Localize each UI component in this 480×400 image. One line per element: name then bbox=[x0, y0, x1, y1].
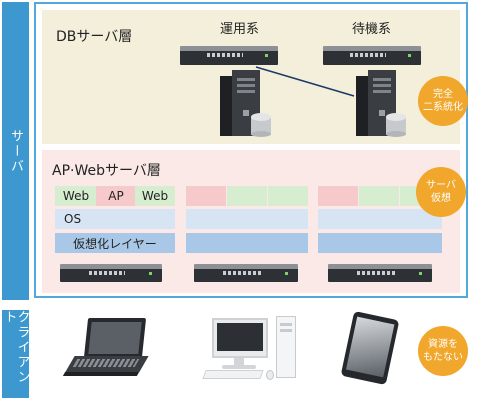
stack2-web-cell bbox=[227, 186, 267, 206]
ap-rack-server-2 bbox=[194, 264, 298, 282]
stack3-web-cell bbox=[359, 186, 399, 206]
no-resources-badge-line1: 資源を bbox=[428, 339, 458, 350]
stack1-os-cell: OS bbox=[55, 209, 175, 229]
db-connection-line bbox=[255, 66, 355, 97]
dual-system-badge-line2: 二系統化 bbox=[423, 102, 463, 113]
server-virtualization-badge-line1: サーバ bbox=[426, 180, 456, 191]
stack3-virtual-layer-cell bbox=[318, 233, 442, 253]
no-resources-badge-line2: もたない bbox=[423, 352, 463, 363]
stack1-virtual-layer-cell: 仮想化レイヤー bbox=[55, 233, 175, 253]
stack2-virtual-layer-cell bbox=[186, 233, 308, 253]
stack3-os-cell bbox=[318, 209, 442, 229]
stack1-web-cell-2: Web bbox=[135, 186, 175, 206]
ap-web-layer-title: AP·Webサーバ層 bbox=[52, 163, 161, 179]
client-side-label: クライアント bbox=[1, 310, 30, 398]
server-side-label: サーバ bbox=[2, 2, 29, 300]
stack2-os-cell bbox=[186, 209, 308, 229]
active-system-label: 運用系 bbox=[220, 22, 260, 37]
db-standby-storage bbox=[386, 113, 406, 137]
client-side-text: クライアント bbox=[1, 310, 30, 385]
stack2-web-cell-2 bbox=[268, 186, 308, 206]
standby-system-label: 待機系 bbox=[352, 22, 392, 37]
server-side-text: サーバ bbox=[8, 128, 23, 174]
db-active-storage bbox=[251, 113, 271, 137]
ap-rack-server-3 bbox=[328, 264, 432, 282]
stack2-ap-cell bbox=[186, 186, 226, 206]
db-layer-title: DBサーバ層 bbox=[56, 29, 133, 45]
server-virtualization-badge-line2: 仮想 bbox=[431, 193, 451, 204]
db-standby-rack-server bbox=[323, 46, 421, 65]
stack3-ap-cell bbox=[318, 186, 358, 206]
ap-rack-server-1 bbox=[60, 264, 162, 282]
db-active-rack-server bbox=[180, 46, 278, 65]
stack1-ap-cell: AP bbox=[96, 186, 136, 206]
no-resources-badge: 資源を もたない bbox=[418, 326, 468, 376]
server-virtualization-badge: サーバ 仮想 bbox=[416, 167, 466, 217]
dual-system-badge-line1: 完全 bbox=[433, 89, 453, 100]
stack1-web-cell: Web bbox=[55, 186, 97, 206]
dual-system-badge: 完全 二系統化 bbox=[418, 76, 468, 126]
